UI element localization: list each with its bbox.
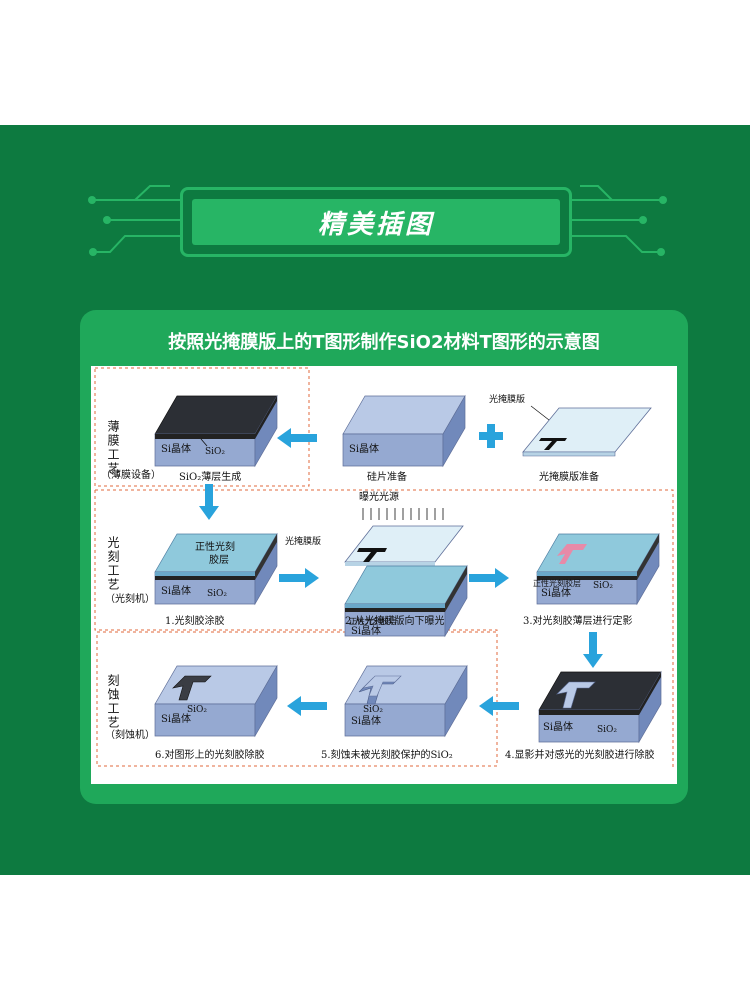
step-wafer-prep: 硅片准备	[367, 470, 407, 483]
svg-text:Si晶体: Si晶体	[161, 713, 191, 725]
step-3: 3.对光刻胶薄层进行定影	[523, 614, 633, 627]
svg-text:正性光刻胶层: 正性光刻胶层	[349, 616, 397, 626]
svg-text:Si晶体: Si晶体	[351, 625, 381, 637]
svg-text:胶层: 胶层	[209, 553, 229, 566]
arrow-down-2	[583, 632, 603, 668]
svg-text:正性光刻胶层: 正性光刻胶层	[533, 578, 581, 588]
svg-text:Si晶体: Si晶体	[351, 715, 381, 727]
sio2-growth-wafer: Si晶体 SiO₂	[154, 395, 278, 467]
etch-equipment-label: （刻蚀机）	[105, 728, 155, 741]
film-equipment-label: （薄膜设备）	[101, 468, 161, 481]
step-mask-prep: 光掩膜版准备	[539, 470, 599, 483]
svg-text:Si晶体: Si晶体	[161, 443, 191, 455]
step-5: 5.刻蚀未被光刻胶保护的SiO₂	[321, 748, 453, 761]
resist-coated-wafer: 正性光刻 胶层 Si晶体 SiO₂	[154, 533, 278, 605]
wafer-prep-slab: Si晶体	[342, 395, 466, 467]
step-sio2-growth: SiO₂薄层生成	[179, 470, 241, 483]
arrow-right-2	[469, 568, 509, 588]
svg-text:SiO₂: SiO₂	[593, 581, 613, 591]
figure-caption: 按照光掩膜版上的T图形制作SiO2材料T图形的示意图	[168, 332, 600, 353]
svg-text:SiO₂: SiO₂	[363, 705, 383, 715]
process-diagram-svg: 薄膜工艺 （薄膜设备） 光刻工艺 （光刻机） 刻蚀工艺 （刻蚀机） Si晶体 S…	[94, 367, 674, 768]
svg-text:Si晶体: Si晶体	[543, 721, 573, 733]
etch-process-label: 刻蚀工艺	[106, 674, 120, 730]
final-t-pattern-wafer: Si晶体 SiO₂	[154, 665, 278, 737]
step-6: 6.对图形上的光刻胶除胶	[155, 748, 265, 761]
arrow-down-1	[199, 484, 219, 520]
svg-text:曝光光源: 曝光光源	[359, 490, 399, 503]
etched-sio2-wafer: SiO₂ Si晶体	[344, 665, 468, 737]
title-banner: 精美插图	[192, 199, 560, 245]
svg-text:Si晶体: Si晶体	[541, 587, 571, 599]
step-4: 4.显影并对感光的光刻胶进行除胶	[505, 748, 655, 761]
plus-icon	[479, 424, 503, 448]
arrow-left-2	[479, 696, 519, 716]
svg-text:SiO₂: SiO₂	[597, 725, 617, 735]
figure-panel: 按照光掩膜版上的T图形制作SiO2材料T图形的示意图	[80, 310, 688, 804]
page-title: 精美插图	[317, 209, 434, 240]
stripped-exposed-resist-wafer: Si晶体 SiO₂	[538, 671, 662, 743]
svg-text:SiO₂: SiO₂	[207, 589, 227, 599]
process-diagram: 薄膜工艺 （薄膜设备） 光刻工艺 （光刻机） 刻蚀工艺 （刻蚀机） Si晶体 S…	[91, 366, 677, 784]
svg-text:光掩膜版: 光掩膜版	[489, 393, 525, 405]
step-2: 2.从光掩膜版向下曝光	[345, 614, 445, 627]
title-frame: 精美插图	[180, 187, 572, 257]
film-process-region	[94, 367, 310, 487]
film-process-label: 薄膜工艺	[106, 419, 120, 476]
svg-text:光掩膜版: 光掩膜版	[285, 535, 321, 547]
svg-text:SiO₂: SiO₂	[205, 447, 225, 457]
svg-text:正性光刻: 正性光刻	[195, 540, 235, 553]
litho-equipment-label: （光刻机）	[105, 592, 155, 605]
photomask-plate: 光掩膜版	[489, 393, 652, 457]
svg-text:SiO₂: SiO₂	[187, 705, 207, 715]
arrow-left-1	[277, 428, 317, 448]
litho-process-label: 光刻工艺	[106, 536, 120, 592]
arrow-left-3	[287, 696, 327, 716]
exposure-setup: 曝光光源 光掩膜版 正性光刻胶层 Si晶体	[285, 490, 468, 637]
svg-text:Si晶体: Si晶体	[349, 443, 379, 455]
svg-text:Si晶体: Si晶体	[161, 585, 191, 597]
developed-resist-wafer: 正性光刻胶层 Si晶体 SiO₂	[533, 533, 660, 605]
arrow-right-1	[279, 568, 319, 588]
step-1: 1.光刻胶涂胶	[165, 614, 225, 627]
etch-process-region	[96, 631, 498, 767]
